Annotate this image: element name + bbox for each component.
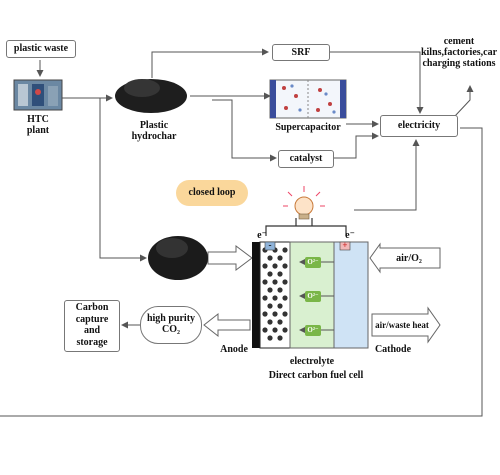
arrow-htc-to-fuel-char <box>99 98 147 262</box>
ion-badge-3: O²⁻ <box>305 325 321 336</box>
external-circuit <box>265 218 347 236</box>
htc-plant-label: HTC plant <box>16 114 60 136</box>
catalyst-label: catalyst <box>289 153 323 164</box>
feed-block-arrow <box>207 245 253 271</box>
srf-box: SRF <box>272 44 330 61</box>
arrow-electricity-to-destinations <box>454 85 474 117</box>
cathode-terminal-sign: + <box>342 240 348 250</box>
high-purity-co2-line1: high purity <box>146 313 196 324</box>
arrow-hydrochar-to-catalyst <box>212 99 277 162</box>
ccs-line2: capture <box>75 313 109 325</box>
supercapacitor-label: Supercapacitor <box>275 122 341 133</box>
return-line <box>0 127 483 417</box>
supercapacitor-illustration <box>269 79 347 119</box>
arrow-catalyst-to-electricity <box>334 132 379 159</box>
electron-left-label: e⁻ <box>257 230 267 241</box>
electricity-label: electricity <box>397 120 441 131</box>
fuel-cell-title: Direct carbon fuel cell <box>268 370 364 381</box>
ion-badge-1: O²⁻ <box>305 257 321 268</box>
htc-plant-label-line2: plant <box>26 125 50 136</box>
plastic-hydrochar-label-line1: Plastic <box>139 120 169 131</box>
plastic-hydrochar-label: Plastic hydrochar <box>122 120 186 142</box>
catalyst-box: catalyst <box>278 150 334 168</box>
electrolyte-label: electrolyte <box>289 356 335 367</box>
ccs-line3: and <box>83 325 101 336</box>
air-waste-heat-label: air/waste heat <box>375 320 429 330</box>
high-purity-co2-line2: CO₂ <box>162 324 180 335</box>
plastic-waste-box: plastic waste <box>6 40 76 58</box>
srf-label: SRF <box>291 47 311 58</box>
electricity-box: electricity <box>380 115 458 137</box>
arrow-fuelcell-to-electricity <box>354 139 420 211</box>
ccs-box: Carbon capture and storage <box>64 300 120 352</box>
htc-plant-label-line1: HTC <box>27 114 49 125</box>
air-in-block-arrow <box>369 242 441 274</box>
closed-loop-badge: closed loop <box>176 180 248 206</box>
plastic-hydrochar-label-line2: hydrochar <box>131 131 177 142</box>
cathode-layer <box>333 241 369 349</box>
high-purity-co2-cloud: high purity CO₂ <box>140 306 202 344</box>
ion-badge-2: O²⁻ <box>305 291 321 302</box>
plastic-waste-label: plastic waste <box>13 43 69 54</box>
anode-terminal-sign: - <box>268 240 272 250</box>
ccs-line4: storage <box>76 336 108 348</box>
destinations-label: cement kilns,factories,car charging stat… <box>418 36 500 69</box>
co2-out-block-arrow <box>203 312 251 338</box>
air-o2-label: air/O₂ <box>396 253 422 264</box>
destinations-label-line3: charging stations <box>422 58 496 69</box>
heat-out-block-arrow <box>371 306 441 344</box>
arrow-srf-to-electricity <box>330 51 424 114</box>
arrow-hydrochar-to-srf <box>151 48 269 78</box>
htc-plant-icon <box>13 79 63 111</box>
anode-label: Anode <box>220 344 248 355</box>
light-bulb-icon <box>283 186 325 220</box>
ccs-line1: Carbon <box>75 302 109 313</box>
cathode-label: Cathode <box>374 344 412 355</box>
electron-right-label: e⁻ <box>345 230 355 241</box>
destinations-label-line1: cement <box>443 36 475 47</box>
destinations-label-line2: kilns,factories,car <box>420 47 498 58</box>
